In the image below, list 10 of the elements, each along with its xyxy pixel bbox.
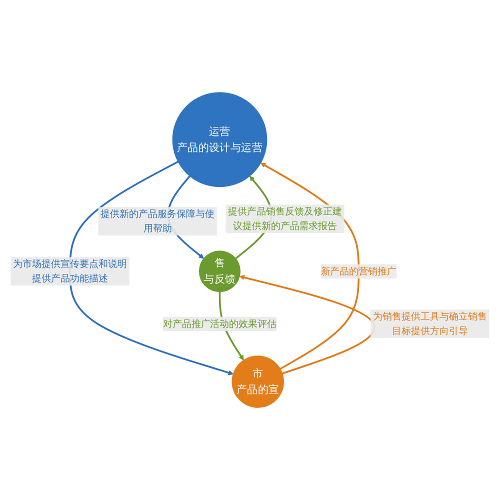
node-circle: 运营 产品的设计与运营 — [172, 92, 268, 188]
edge-label: 对产品推广活动的效果评估 — [162, 318, 277, 330]
node-circle: 售 与反馈 — [198, 250, 240, 292]
edge-label: 为市场提供宣传要点和说明提供产品功能描述 — [13, 258, 128, 284]
arrow — [69, 160, 234, 376]
edge-label: 提供新的产品服务保障与使用帮助 — [100, 208, 214, 234]
node-circle: 市 产品的宣 — [232, 356, 284, 408]
edge-label: 新产品的营销推广 — [320, 265, 397, 277]
edge-label: 提供产品销售反馈及修正建议提供新的产品需求报告 — [228, 206, 342, 232]
edge-label: 为销售提供工具与确立销售目标提供方向引导 — [372, 310, 487, 336]
